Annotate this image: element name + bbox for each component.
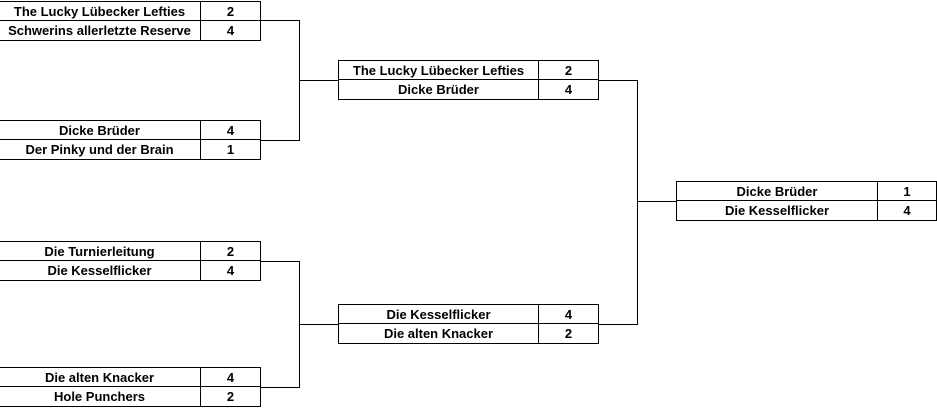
team-name: Dicke Brüder xyxy=(0,120,201,140)
team-score: 4 xyxy=(539,304,599,324)
connector-line xyxy=(261,20,300,21)
team-name: Dicke Brüder xyxy=(338,80,539,100)
team-score: 2 xyxy=(201,1,261,21)
team-name: The Lucky Lübecker Lefties xyxy=(338,60,539,80)
connector-line xyxy=(637,80,638,325)
team-score: 2 xyxy=(201,241,261,261)
connector-line xyxy=(299,80,338,81)
team-name: Die Kesselflicker xyxy=(338,304,539,324)
team-name: Die Kesselflicker xyxy=(0,261,201,281)
team-name: The Lucky Lübecker Lefties xyxy=(0,1,201,21)
team-score: 2 xyxy=(539,60,599,80)
team-score: 4 xyxy=(201,367,261,387)
connector-line xyxy=(299,324,338,325)
team-name: Die Kesselflicker xyxy=(676,201,878,221)
team-name: Die alten Knacker xyxy=(338,324,539,344)
connector-line xyxy=(261,387,300,388)
team-score: 1 xyxy=(201,140,261,160)
team-name: Dicke Brüder xyxy=(676,181,878,201)
connector-line xyxy=(599,80,638,81)
team-score: 4 xyxy=(201,261,261,281)
connector-line xyxy=(261,261,300,262)
connector-line xyxy=(637,201,676,202)
team-name: Schwerins allerletzte Reserve xyxy=(0,21,201,41)
team-score: 4 xyxy=(878,201,937,221)
team-score: 2 xyxy=(539,324,599,344)
connector-line xyxy=(261,140,300,141)
team-name: Hole Punchers xyxy=(0,387,201,407)
team-score: 4 xyxy=(539,80,599,100)
team-score: 4 xyxy=(201,120,261,140)
team-score: 2 xyxy=(201,387,261,407)
team-name: Die alten Knacker xyxy=(0,367,201,387)
team-score: 4 xyxy=(201,21,261,41)
team-name: Der Pinky und der Brain xyxy=(0,140,201,160)
connector-line xyxy=(599,324,638,325)
team-score: 1 xyxy=(878,181,937,201)
team-name: Die Turnierleitung xyxy=(0,241,201,261)
